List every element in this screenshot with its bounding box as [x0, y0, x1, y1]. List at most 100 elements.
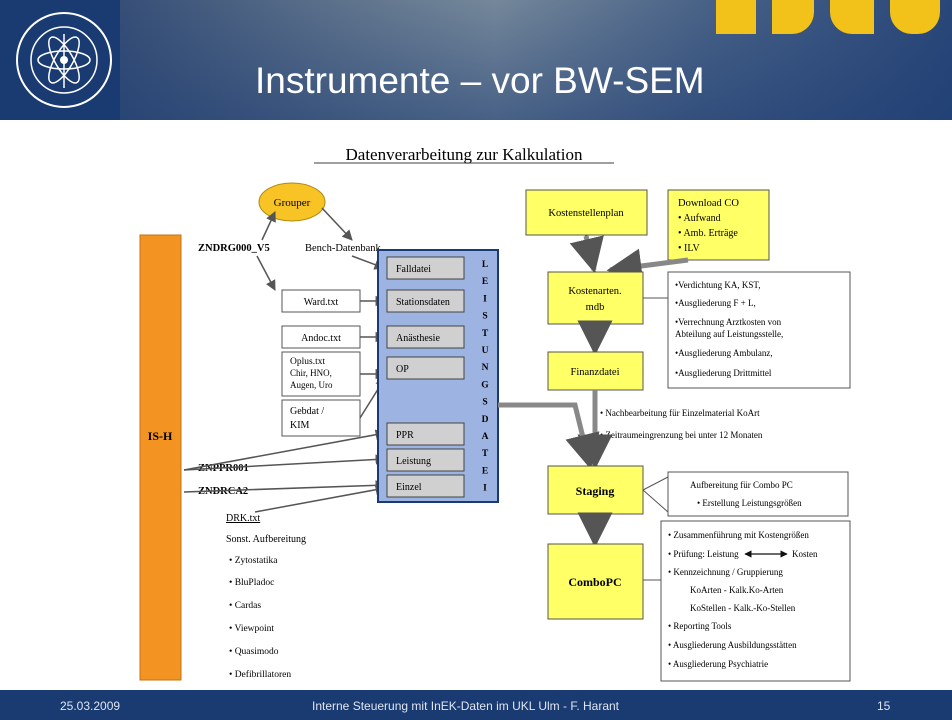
zndrg-label: ZNDRG000_V5 — [198, 243, 270, 254]
combo-note: Kosten — [792, 549, 818, 559]
vertical-letter: I — [483, 294, 487, 304]
andoc-label: Andoc.txt — [301, 333, 341, 344]
drk-item: • BluPladoc — [229, 578, 274, 588]
arrow-drk-einzel — [254, 484, 387, 513]
footer-page-number: 15 — [877, 699, 891, 713]
combo-note: • Ausgliederung Ausbildungsstätten — [668, 640, 797, 650]
bench-label: Bench-Datenbank — [305, 243, 382, 254]
vertical-letter: S — [482, 312, 487, 322]
file-ppr-label: PPR — [396, 430, 414, 441]
kostenarten-note: •Ausgliederung Ambulanz, — [675, 348, 773, 358]
vertical-letter: E — [482, 277, 488, 287]
slide-title: Instrumente – vor BW-SEM — [255, 60, 705, 101]
connector-staging-notes — [642, 476, 669, 513]
kostenarten-note: •Ausgliederung Drittmittel — [675, 368, 772, 378]
arrow-zndrca-einzel — [183, 480, 387, 493]
kostenarten-line: mdb — [586, 302, 605, 313]
footer-bar: 25.03.2009 Interne Steuerung mit InEK-Da… — [0, 690, 952, 720]
vertical-letter: A — [482, 432, 489, 442]
vertical-letter: U — [482, 346, 489, 356]
file-einzel — [386, 474, 465, 498]
finanz-note: • Zeitraumeingrenzung bei unter 12 Monat… — [600, 430, 763, 440]
combopc-box — [547, 543, 644, 620]
finanzdatei-label: Finanzdatei — [571, 367, 620, 378]
process-diagram: Datenverarbeitung zur Kalkulation IS-H G… — [0, 120, 952, 690]
drk-item: • Zytostatika — [229, 556, 278, 566]
university-seal-icon — [16, 12, 112, 108]
combo-note: • Kennzeichnung / Gruppierung — [668, 567, 783, 577]
staging-box — [547, 465, 644, 515]
vertical-letter: D — [482, 415, 489, 425]
download-co-line: • Aufwand — [678, 213, 721, 224]
deco-block-1 — [716, 0, 756, 34]
file-falldatei — [386, 256, 465, 280]
file-op-label: OP — [396, 364, 409, 375]
drk-item: • Cardas — [229, 601, 261, 611]
vertical-letter: G — [481, 380, 489, 390]
combo-notes-box — [660, 520, 851, 682]
header-bar: Instrumente – vor BW-SEM — [0, 0, 952, 120]
arrow-download-kostenarten — [606, 248, 689, 284]
kostenstellenplan-box — [525, 189, 648, 236]
drk-title: DRK.txt — [226, 513, 260, 524]
file-leistung — [386, 448, 465, 472]
kostenarten-note: Abteilung auf Leistungsstelle, — [675, 329, 783, 339]
combo-note: • Prüfung: Leistung — [668, 549, 739, 559]
arrow-leistungsdatei-staging — [498, 402, 600, 470]
file-falldatei-label: Falldatei — [396, 264, 431, 275]
file-leistung-label: Leistung — [396, 456, 431, 467]
kostenarten-note: •Ausgliederung F + L, — [675, 298, 756, 308]
staging-label: Staging — [576, 484, 615, 498]
header-photo-shade — [120, 0, 952, 120]
finanzdatei-box — [547, 351, 644, 391]
deco-block-3 — [830, 0, 874, 34]
file-op — [386, 356, 465, 380]
deco-block-4 — [890, 0, 940, 34]
vertical-letter: N — [482, 363, 489, 373]
zndrca-label: ZNDRCA2 — [198, 486, 248, 497]
oplus-line-2: Chir, HNO, — [290, 368, 332, 378]
download-co-line: Download CO — [678, 198, 739, 209]
drk-item: • Quasimodo — [229, 647, 279, 657]
combo-note: KoStellen - Kalk.-Ko-Stellen — [690, 603, 796, 613]
ward-label: Ward.txt — [304, 297, 339, 308]
file-anaesthesie-label: Anästhesie — [396, 333, 440, 344]
vertical-letter: L — [482, 260, 488, 270]
combo-note: • Reporting Tools — [668, 621, 732, 631]
kostenstellenplan-label: Kostenstellenplan — [548, 208, 624, 219]
ish-bar — [139, 234, 182, 681]
kostenarten-line: Kostenarten. — [568, 286, 621, 297]
oplus-line-1: Oplus.txt — [290, 357, 325, 367]
gebdat-line-2: KIM — [290, 420, 310, 431]
vertical-letter: S — [482, 398, 487, 408]
arrow-ksp-kostenarten — [569, 235, 604, 274]
diagram-title: Datenverarbeitung zur Kalkulation — [346, 145, 583, 164]
vertical-letter: I — [483, 484, 487, 494]
arrow-zndrg-grouper — [261, 211, 276, 241]
kostenarten-notes-box — [667, 271, 851, 389]
footer-date: 25.03.2009 — [60, 699, 121, 713]
gebdat-line-1: Gebdat / — [290, 406, 324, 417]
file-einzel-label: Einzel — [396, 482, 422, 493]
staging-note: Aufbereitung für Combo PC — [690, 480, 793, 490]
combopc-label: ComboPC — [568, 575, 621, 589]
download-co-line: • Amb. Erträge — [678, 228, 738, 239]
vertical-letter: E — [482, 466, 488, 476]
footer-center-text: Interne Steuerung mit InEK-Daten im UKL … — [312, 699, 620, 713]
kostenarten-note: •Verdichtung KA, KST, — [675, 280, 760, 290]
download-co-line: • ILV — [678, 243, 701, 254]
oplus-box — [281, 351, 361, 397]
combo-note: • Zusammenführung mit Kostengrößen — [668, 530, 809, 540]
arrow-znppr-ppr — [183, 429, 387, 471]
drk-item: • Viewpoint — [229, 624, 274, 634]
download-co-box — [667, 189, 770, 261]
arrow-znppr-leistung — [183, 454, 387, 471]
oplus-line-3: Augen, Uro — [290, 380, 333, 390]
leistungsdatei-files: Falldatei Stationsdaten Anästhesie OP PP… — [386, 256, 465, 498]
kostenarten-note: •Verrechnung Arztkosten von — [675, 317, 782, 327]
combo-note: KoArten - Kalk.Ko-Arten — [690, 585, 784, 595]
finanz-note: • Nachbearbeitung für Einzelmaterial KoA… — [600, 408, 760, 418]
file-stationsdaten-label: Stationsdaten — [396, 297, 450, 308]
drk-subtitle: Sonst. Aufbereitung — [226, 534, 306, 545]
